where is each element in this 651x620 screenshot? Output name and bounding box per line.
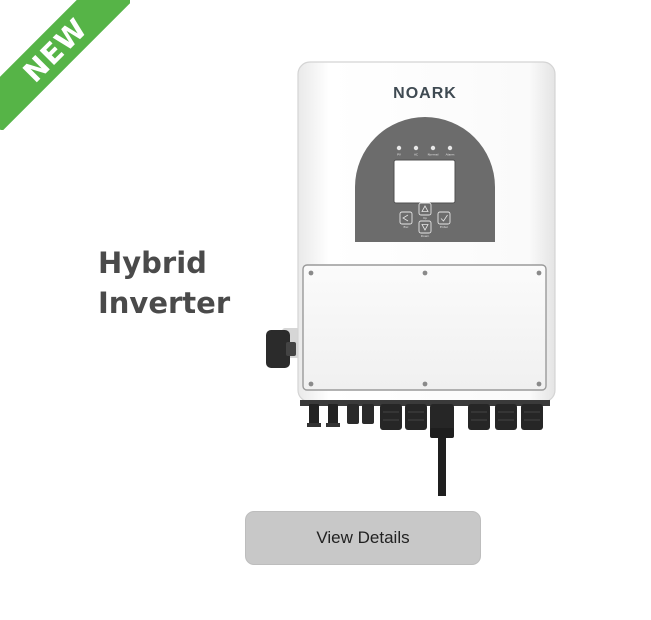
- status-leds: PV AC Normal Alarm: [396, 145, 455, 157]
- brand-logo: NOARK: [393, 85, 457, 102]
- esc-key-icon: Esc: [399, 211, 413, 229]
- led-label-normal: Normal: [428, 153, 439, 157]
- led-label-ac: AC: [414, 153, 418, 157]
- product-title: Hybrid Inverter: [98, 243, 278, 323]
- led-label-alarm: Alarm: [446, 153, 455, 157]
- product-title-line-1: Hybrid: [98, 246, 207, 280]
- new-badge: NEW: [0, 0, 130, 130]
- dc-switch: [266, 328, 300, 368]
- product-title-line-2: Inverter: [98, 286, 231, 320]
- enter-key-label: Enter: [440, 225, 449, 229]
- down-key-label: Down: [421, 234, 430, 238]
- down-key-icon: Down: [418, 220, 432, 238]
- view-details-button[interactable]: View Details: [245, 511, 481, 565]
- up-key-label: Up: [423, 216, 427, 220]
- led-label-pv: PV: [397, 153, 402, 157]
- wiring-cover: [302, 264, 547, 391]
- new-badge-label: NEW: [16, 11, 94, 89]
- enter-key-icon: Enter: [437, 211, 451, 229]
- esc-key-label: Esc: [403, 225, 408, 229]
- new-ribbon: NEW: [0, 0, 130, 130]
- up-key-icon: Up: [418, 202, 432, 220]
- hybrid-inverter-image: NOARK PV AC Normal Alarm Up: [266, 61, 556, 496]
- cover-screws: [308, 270, 542, 387]
- keypad: Up Esc Enter Down: [399, 202, 451, 238]
- bottom-connectors: [300, 400, 550, 496]
- lcd-screen: [393, 159, 456, 204]
